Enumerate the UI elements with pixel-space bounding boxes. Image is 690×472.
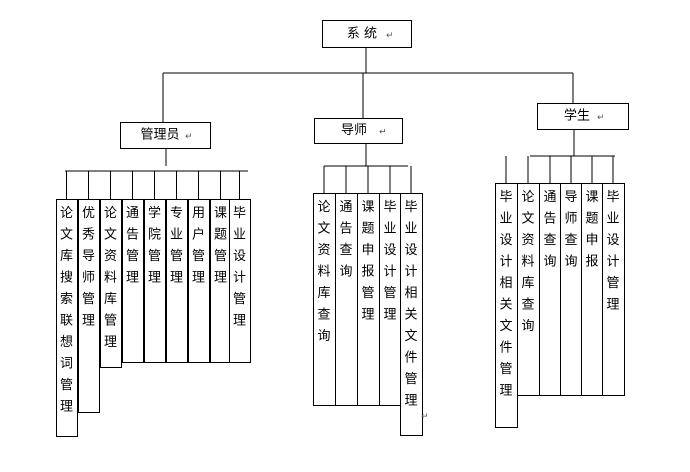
- item-label: 用户管理: [192, 206, 205, 286]
- group-node-1: [314, 118, 403, 144]
- item-box: [122, 199, 144, 363]
- item-box: [144, 199, 166, 363]
- item-label: 毕业设计相关文件管理: [499, 190, 512, 399]
- item-box: [188, 199, 210, 363]
- item-box: [78, 199, 100, 413]
- item-label: 课题申报: [585, 190, 598, 270]
- return-mark: ↵: [421, 412, 429, 422]
- item-box: [229, 199, 251, 363]
- item-label: 优秀导师管理: [82, 206, 95, 329]
- item-label: 导师查询: [564, 190, 577, 270]
- return-mark: ↵: [386, 31, 394, 41]
- root-node-label: 系 统: [347, 27, 377, 42]
- item-box: [166, 199, 188, 363]
- root-node: [322, 20, 412, 48]
- item-label: 毕业设计管理: [606, 190, 619, 313]
- item-label: 学院管理: [148, 205, 161, 286]
- group-node-label: 导师: [341, 123, 367, 138]
- item-label: 毕业设计管理: [233, 206, 246, 329]
- group-node-0: [120, 122, 211, 149]
- item-label: 专业管理: [170, 206, 183, 286]
- item-box: [56, 199, 78, 437]
- return-mark: ↵: [379, 128, 387, 138]
- group-node-2: [537, 103, 629, 130]
- item-label: 课题申报管理: [361, 200, 374, 323]
- group-node-label: 学生: [564, 108, 590, 124]
- item-label: 通告查询: [339, 200, 352, 280]
- return-mark: ↵: [597, 113, 605, 123]
- item-box: [100, 199, 122, 368]
- item-label: 课题管理: [214, 206, 227, 286]
- item-label: 毕业设计相关文件管理: [404, 200, 417, 409]
- group-node-label: 管理员: [140, 128, 179, 143]
- item-box: [602, 183, 625, 396]
- item-label: 论文资料库管理: [104, 206, 117, 350]
- item-label: 论文资料库查询: [521, 190, 534, 334]
- return-mark: ↵: [185, 132, 193, 142]
- item-label: 论文资料库查询: [317, 200, 330, 344]
- item-label: 论文库搜索联想词管理: [60, 206, 73, 415]
- item-box: [400, 193, 423, 436]
- item-label: 通告管理: [126, 206, 139, 286]
- item-label: 毕业设计管理: [383, 200, 396, 323]
- item-label: 通告查询: [543, 190, 556, 270]
